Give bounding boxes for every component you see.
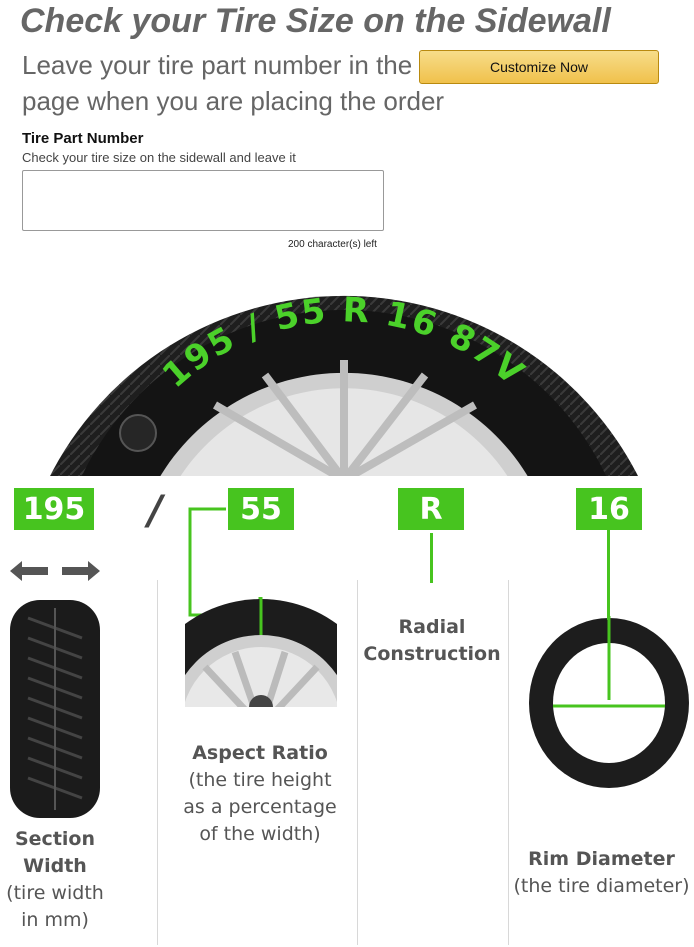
caption-radial-title-1: Radial: [398, 616, 466, 638]
caption-section-width-desc-1: (tire width: [6, 882, 104, 904]
rim-connector-line: [607, 530, 610, 620]
tire-part-number-input[interactable]: [22, 170, 384, 231]
caption-section-width-desc-2: in mm): [21, 909, 89, 931]
caption-section-width: Section Width (tire width in mm): [0, 826, 110, 934]
caption-section-width-title-2: Width: [23, 855, 87, 877]
intro-line-2: page when you are placing the order: [22, 86, 445, 116]
tire-sidewall-illustration: 195 / 55 R 16 87V: [48, 290, 640, 480]
intro-line-1: Leave your tire part number in the: [22, 50, 413, 80]
caption-aspect-ratio-desc-2: as a percentage: [183, 796, 337, 818]
caption-rim-diameter-desc: (the tire diameter): [513, 875, 690, 897]
divider-1: [157, 580, 158, 945]
caption-rim-diameter-title: Rim Diameter: [528, 848, 675, 870]
wheel-spokes: [212, 360, 477, 480]
caption-rim-diameter: Rim Diameter (the tire diameter): [509, 846, 694, 900]
caption-aspect-ratio-title: Aspect Ratio: [192, 742, 328, 764]
caption-section-width-title: Section: [14, 828, 95, 850]
caption-aspect-ratio-desc-3: of the width): [199, 823, 321, 845]
tire-part-number-hint: Check your tire size on the sidewall and…: [22, 150, 296, 165]
caption-aspect-ratio-desc-1: (the tire height: [188, 769, 332, 791]
caption-radial: Radial Construction: [358, 614, 506, 668]
tire-part-number-label: Tire Part Number: [22, 130, 144, 147]
tire-front-view-image: [10, 600, 100, 818]
divider-3: [508, 580, 509, 945]
label-width-code: 195: [14, 488, 94, 530]
caption-radial-title-2: Construction: [363, 643, 501, 665]
customize-now-button[interactable]: Customize Now: [419, 50, 659, 84]
label-slash: /: [148, 488, 163, 534]
label-aspect-code: 55: [228, 488, 294, 530]
label-rim-code: 16: [576, 488, 642, 530]
width-arrows-icon: [10, 561, 100, 581]
characters-left-counter: 200 character(s) left: [288, 239, 377, 250]
radial-connector-line: [430, 533, 433, 583]
rim-diameter-tire-image: [529, 616, 689, 788]
sidewall-emblem: [119, 414, 157, 452]
label-radial-code: R: [398, 488, 464, 530]
divider-2: [357, 580, 358, 945]
page-headline: Check your Tire Size on the Sidewall: [20, 2, 611, 40]
caption-aspect-ratio: Aspect Ratio (the tire height as a perce…: [165, 740, 355, 848]
aspect-ratio-tire-image: [185, 597, 337, 707]
